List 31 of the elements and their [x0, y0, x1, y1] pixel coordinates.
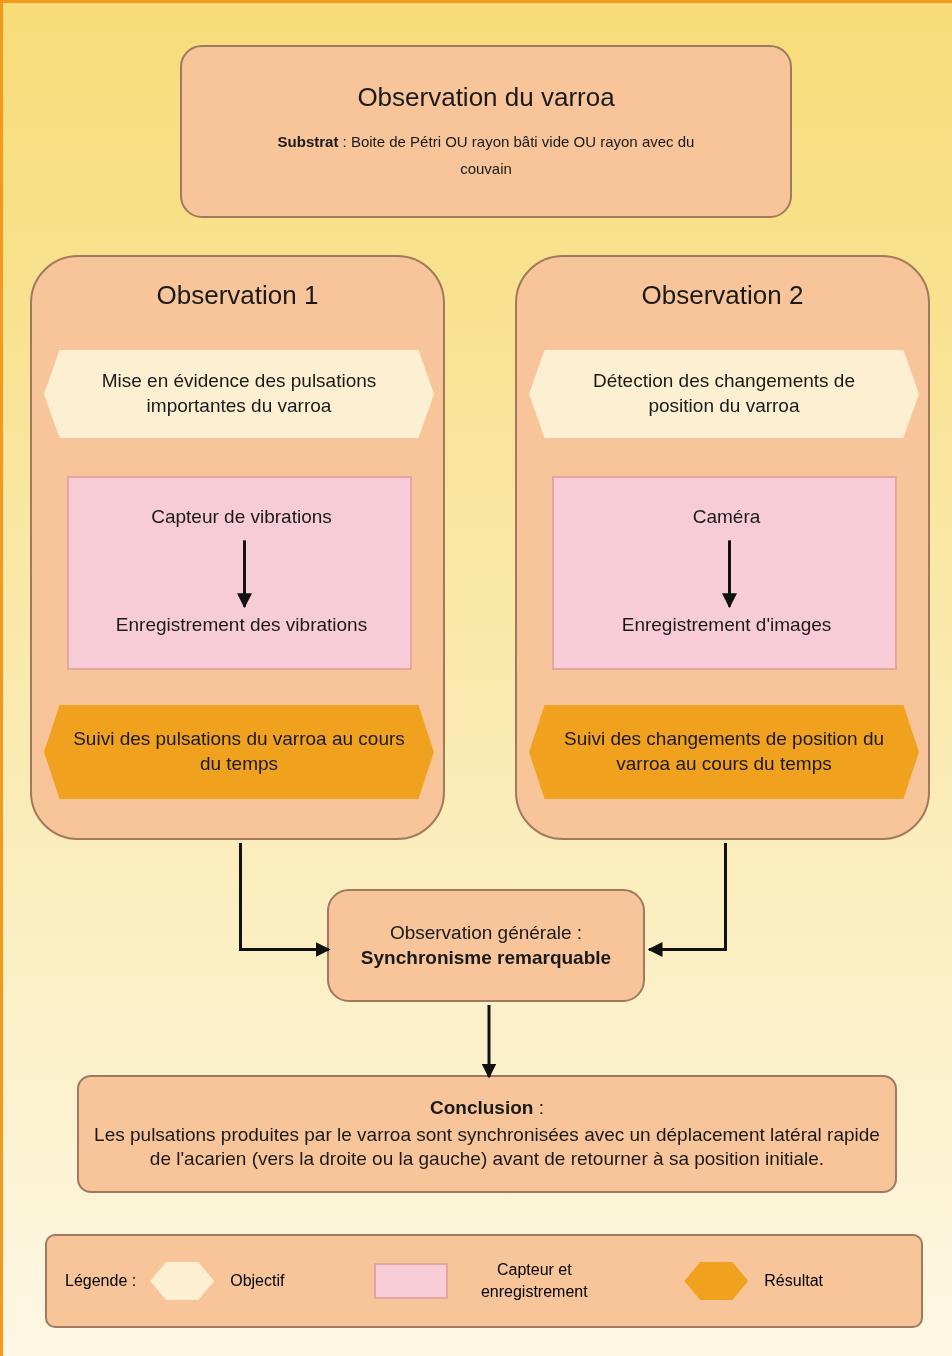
substrate-text: Substrat : Boite de Pétri OU rayon bâti vide OU rayon avec du couvain	[276, 132, 696, 180]
sensor-box	[552, 476, 897, 670]
arrow	[722, 540, 737, 609]
node-text: Observation générale : Synchronisme remarquable	[359, 920, 613, 970]
legend-text: Capteur et enregistrement	[479, 1259, 589, 1302]
arrow	[239, 843, 331, 957]
panel-title: Observation 2	[641, 279, 804, 312]
node-text: Mise en évidence des pulsations importantes du varroa	[100, 369, 378, 418]
node-text: Caméra	[692, 504, 761, 529]
node-text: Suivi des pulsations du varroa au cours du temps	[72, 727, 406, 776]
legend-text: Résultat	[764, 1270, 823, 1291]
panel-title: Observation 1	[156, 279, 319, 312]
process-box	[327, 889, 645, 1002]
arrow	[481, 1005, 497, 1079]
node-text: Enregistrement des vibrations	[115, 612, 368, 637]
arrow	[237, 540, 252, 609]
node-text: Les pulsations produites par le varroa sont synchronisées avec un déplacement latéral rapide de l'acarien (vers la droite ou la gauche) avant de retourner à sa position initiale.	[93, 1122, 881, 1172]
node-text: Capteur de vibrations	[151, 504, 332, 529]
sensor-box	[67, 476, 412, 670]
node-text: Observation du varroa	[357, 80, 615, 114]
process-box	[180, 45, 792, 218]
conclusion-box	[77, 1075, 897, 1193]
node-text: Suivi des changements de position du varroa au cours du temps	[562, 727, 885, 776]
node-text: Conclusion :	[430, 1095, 544, 1120]
legend-title: Légende :	[65, 1272, 137, 1290]
node-text: Détection des changements de position du varroa	[592, 369, 856, 418]
group-panel	[30, 255, 445, 840]
legend-text: Objectif	[230, 1270, 285, 1291]
group-panel	[515, 255, 930, 840]
node-text: Enregistrement d'images	[621, 612, 832, 637]
arrow	[647, 843, 727, 957]
